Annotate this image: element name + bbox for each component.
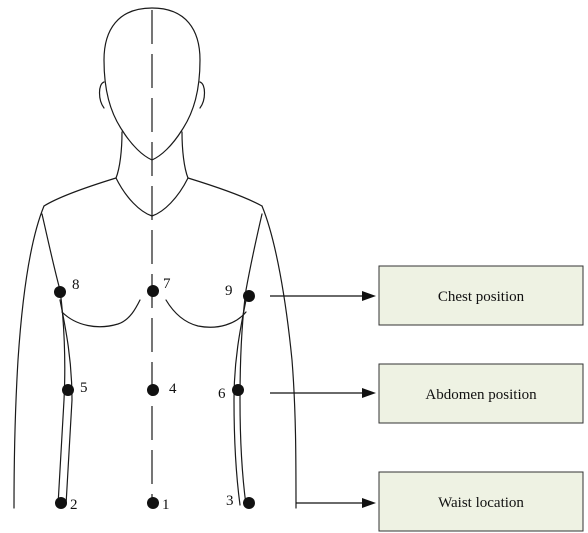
connector-arrows [270,291,376,508]
point-2-dot [55,497,67,509]
point-6-label: 6 [218,386,226,402]
point-8-label: 8 [72,277,80,293]
waist-location-box: Waist location [379,472,583,531]
point-5-label: 5 [80,380,88,396]
point-8-dot [54,286,66,298]
point-9-label: 9 [225,283,233,299]
abdomen-arrowhead [362,388,376,398]
point-7-label: 7 [163,276,171,292]
point-5-dot [62,384,74,396]
point-6-dot [232,384,244,396]
waist-arrowhead [362,498,376,508]
point-1-dot [147,497,159,509]
point-4-dot [147,384,159,396]
point-2-label: 2 [70,497,78,513]
point-7-dot [147,285,159,297]
point-9-dot [243,290,255,302]
abdomen-position-box: Abdomen position [379,364,583,423]
chest-position-label: Chest position [438,289,525,305]
point-4-label: 4 [169,381,177,397]
abdomen-position-label: Abdomen position [425,387,537,403]
point-3-dot [243,497,255,509]
chest-position-box: Chest position [379,266,583,325]
chest-arrowhead [362,291,376,301]
waist-location-label: Waist location [438,495,524,511]
point-1-label: 1 [162,497,170,513]
torso-outline [14,178,296,508]
point-3-label: 3 [226,493,234,509]
